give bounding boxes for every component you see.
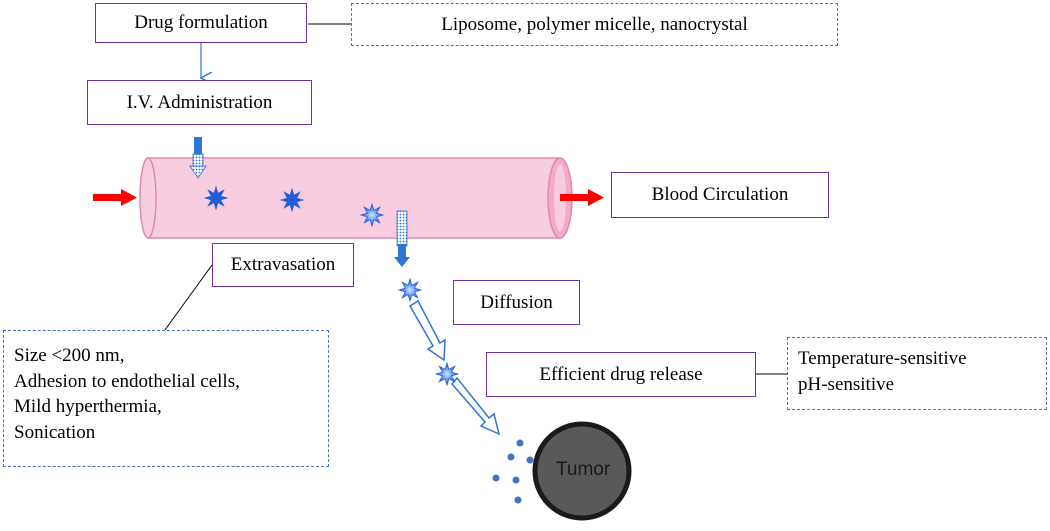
factor-size: Size <200 nm, [14,345,125,366]
factor-hyperthermia: Mild hyperthermia, [14,396,162,418]
blood-circulation-box: Blood Circulation [611,172,829,218]
connector-extravasation-factors [164,264,213,331]
iv-administration-box: I.V. Administration [87,80,312,125]
nanoparticle-3 [359,202,385,228]
extravasation-arrow [394,210,410,267]
nanoparticle-4 [397,277,423,303]
extravasation-box: Extravasation [212,243,354,287]
trigger-ph: pH-sensitive [798,373,895,395]
formulation-types-box: Liposome, polymer micelle, nanocrystal [351,3,838,46]
trigger-temperature: Temperature-sensitive [798,348,967,369]
drug-formulation-box: Drug formulation [95,3,307,43]
flow-arrow-in [93,189,137,206]
nanoparticle-1 [203,185,229,211]
tumor-circle [532,421,632,521]
tumor-label: Tumor [556,459,611,480]
flow-arrow-out [560,189,604,206]
factor-adhesion: Adhesion to endothelial cells, [14,370,240,392]
diffusion-box: Diffusion [453,280,580,325]
factor-sonication: Sonication [14,421,96,443]
release-triggers-box: Temperature-sensitive pH-sensitive [787,337,1047,410]
nanoparticle-2 [279,187,305,213]
diffusion-arrow-1 [408,299,446,362]
diffusion-arrow-2 [451,376,501,436]
injection-arrow [189,137,207,179]
extravasation-factors-box: Size <200 nm, Adhesion to endothelial ce… [3,330,329,467]
released-drug-dots [492,439,534,504]
drug-release-box: Efficient drug release [486,352,756,397]
nanoparticle-5 [434,361,460,387]
